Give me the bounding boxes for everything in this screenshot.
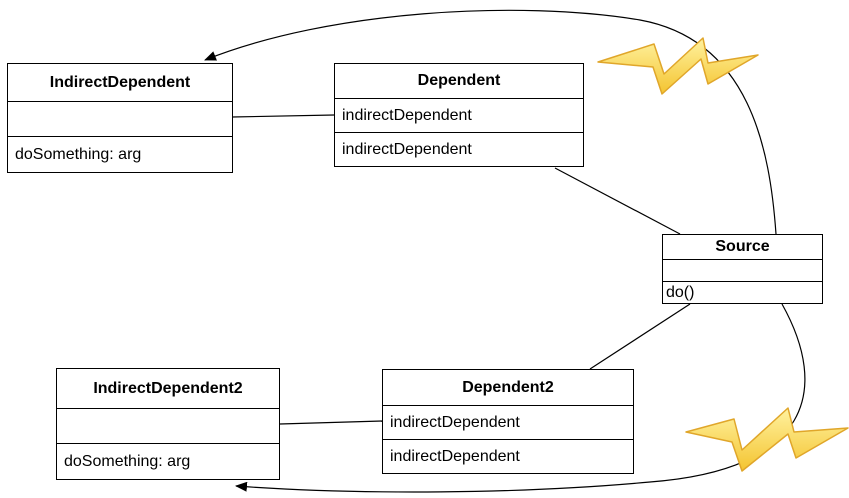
message-arrow-to-indirect-dependent [204, 9, 777, 235]
class-title: Dependent [335, 64, 583, 99]
class-box-dependent[interactable]: Dependent indirectDependent indirectDepe… [334, 63, 584, 167]
association-line-dependent-source [554, 167, 681, 235]
lightning-bolt-icon [685, 407, 849, 472]
class-box-source[interactable]: Source do() [662, 234, 823, 304]
class-box-dependent2[interactable]: Dependent2 indirectDependent indirectDep… [382, 369, 634, 474]
class-attributes-section [663, 260, 822, 282]
class-field: indirectDependent [335, 99, 583, 133]
class-attributes-section [57, 409, 279, 444]
class-title: IndirectDependent2 [57, 369, 279, 409]
class-field: indirectDependent [342, 140, 472, 158]
class-attributes-section [8, 102, 232, 137]
class-method: doSomething: arg [15, 145, 142, 163]
class-box-indirect-dependent2[interactable]: IndirectDependent2 doSomething: arg [56, 368, 280, 480]
class-box-indirect-dependent[interactable]: IndirectDependent doSomething: arg [7, 63, 233, 173]
class-field: indirectDependent [390, 447, 520, 465]
class-method: doSomething: arg [64, 452, 191, 470]
class-method: do() [666, 283, 695, 301]
association-line-dependent-indirect [231, 114, 335, 118]
association-line-source-dependent2 [589, 303, 691, 370]
message-arrow-to-indirect-dependent2 [235, 303, 806, 493]
lightning-bolt-icon [597, 37, 759, 95]
class-field: indirectDependent [383, 406, 633, 440]
class-title: Source [663, 235, 822, 260]
association-line-dependent2-indirect2 [279, 420, 383, 425]
class-title: IndirectDependent [8, 64, 232, 102]
class-title: Dependent2 [383, 370, 633, 406]
